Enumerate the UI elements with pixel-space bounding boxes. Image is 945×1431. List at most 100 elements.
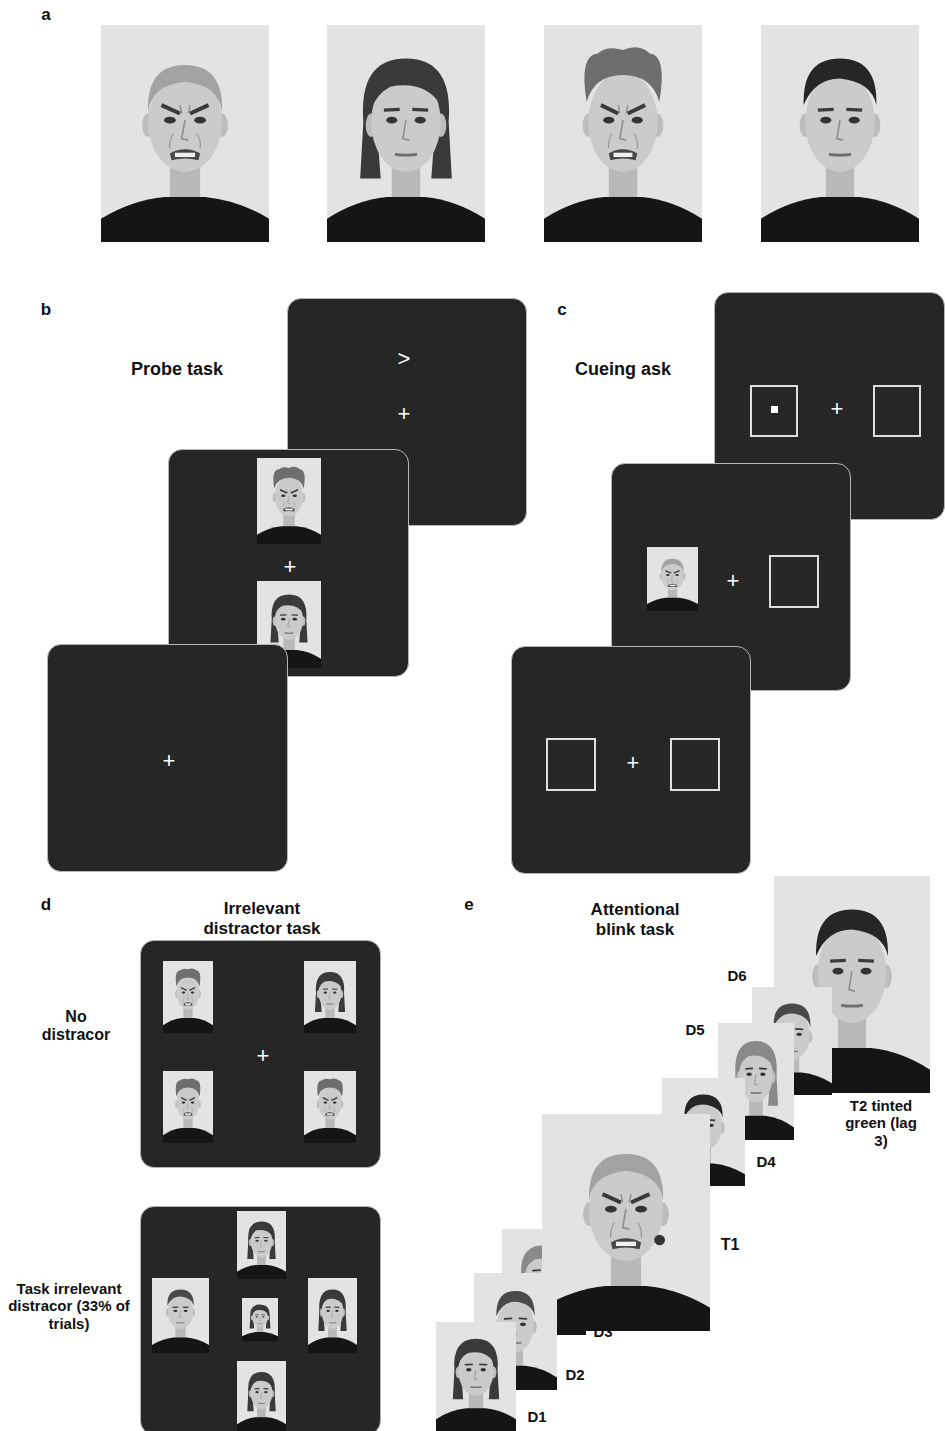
face-part (589, 1154, 663, 1201)
face-part (315, 972, 345, 1012)
face-part (181, 988, 187, 991)
face-part (632, 117, 643, 124)
screen-symbol-holder: + (398, 403, 411, 425)
face-part (508, 1347, 523, 1370)
face-part (173, 1310, 177, 1312)
face-part (324, 1101, 328, 1103)
face-part (304, 1128, 356, 1143)
face-part (237, 1361, 286, 1431)
face-part (183, 1307, 189, 1308)
face-photo (237, 1361, 286, 1431)
face-photo (308, 1278, 357, 1353)
face-part (403, 120, 409, 140)
face-photo (502, 1229, 586, 1335)
face-part (323, 1098, 329, 1101)
face-part (453, 1339, 499, 1399)
label-holder: D3 (588, 1323, 618, 1340)
face-part (255, 1240, 258, 1242)
face-part (323, 988, 328, 989)
face-part (252, 1306, 268, 1315)
face-part (101, 197, 269, 242)
face-part (602, 1194, 620, 1202)
face-part (332, 988, 337, 989)
panel-a-photos (0, 0, 945, 260)
screen-frame: + (140, 940, 381, 1168)
face-part (251, 1223, 273, 1237)
face-photo (544, 25, 702, 242)
face-part (734, 1041, 778, 1106)
face-part (334, 1307, 339, 1308)
face-part (739, 1044, 772, 1068)
face-part (531, 1321, 537, 1334)
face-part (759, 1068, 767, 1070)
face-part (101, 25, 269, 242)
face-part (261, 1392, 263, 1399)
face-part (273, 467, 304, 489)
cue-box (546, 738, 596, 791)
face-part (386, 117, 397, 124)
face-part (785, 1055, 799, 1077)
face-part (662, 1164, 745, 1186)
face-part (308, 1337, 357, 1353)
face-part (329, 993, 331, 1000)
screen-symbol: + (257, 1045, 270, 1067)
face-part (609, 149, 637, 160)
face-part (881, 964, 892, 987)
face-part (456, 1366, 462, 1378)
cue-box (670, 738, 720, 791)
face-part (782, 1033, 788, 1036)
face-part (237, 1417, 286, 1431)
face-photo (304, 1071, 356, 1143)
face-part (502, 1229, 586, 1335)
face-part (152, 1337, 209, 1353)
face-part (163, 1071, 213, 1143)
face-part (781, 1028, 789, 1030)
face-part (547, 1269, 555, 1271)
face-part (601, 105, 618, 113)
face-part (308, 1278, 357, 1353)
face-part (327, 197, 485, 242)
face-part (167, 1290, 193, 1306)
figure-label: No distracor (35, 1008, 117, 1045)
face-photo (761, 25, 919, 242)
face-part (185, 1113, 191, 1114)
face-part (187, 993, 189, 1000)
face-part (752, 1073, 832, 1095)
face-part (816, 909, 888, 956)
face-part (292, 614, 298, 616)
face-part (480, 1368, 486, 1371)
face-photo (752, 987, 832, 1095)
face-part (436, 1322, 516, 1431)
face-part (291, 490, 298, 493)
face-part (841, 1004, 863, 1008)
face-part (187, 1098, 190, 1101)
face-part (335, 1310, 338, 1312)
face-part (820, 117, 831, 124)
face-part (497, 1298, 534, 1352)
label-holder: Irrelevant distractor task (187, 899, 337, 938)
face-part (458, 1341, 493, 1364)
face-part (415, 117, 426, 124)
label-holder: Cueing ask (553, 359, 693, 380)
face-part (549, 1274, 555, 1277)
face-part (270, 594, 307, 642)
figure-label: D2 (560, 1366, 590, 1383)
face-part (774, 1004, 811, 1027)
face-part (536, 1296, 551, 1317)
face-part (719, 1122, 725, 1134)
face-part (182, 120, 189, 140)
face-photo (647, 547, 698, 611)
label-holder: Task irrelevant distracor (33% of trials… (6, 1280, 132, 1332)
figure-label: Task irrelevant distracor (33% of trials… (6, 1280, 132, 1332)
face-photo (436, 1322, 516, 1431)
face-photo (163, 1071, 213, 1143)
face-part (255, 1391, 258, 1393)
face-part (190, 105, 208, 113)
face-part (830, 959, 846, 963)
face-part (502, 1313, 586, 1335)
figure-label: Cueing ask (553, 359, 693, 380)
panel-letter: d (31, 895, 61, 915)
face-part (327, 1113, 333, 1114)
face-part (242, 1298, 278, 1341)
